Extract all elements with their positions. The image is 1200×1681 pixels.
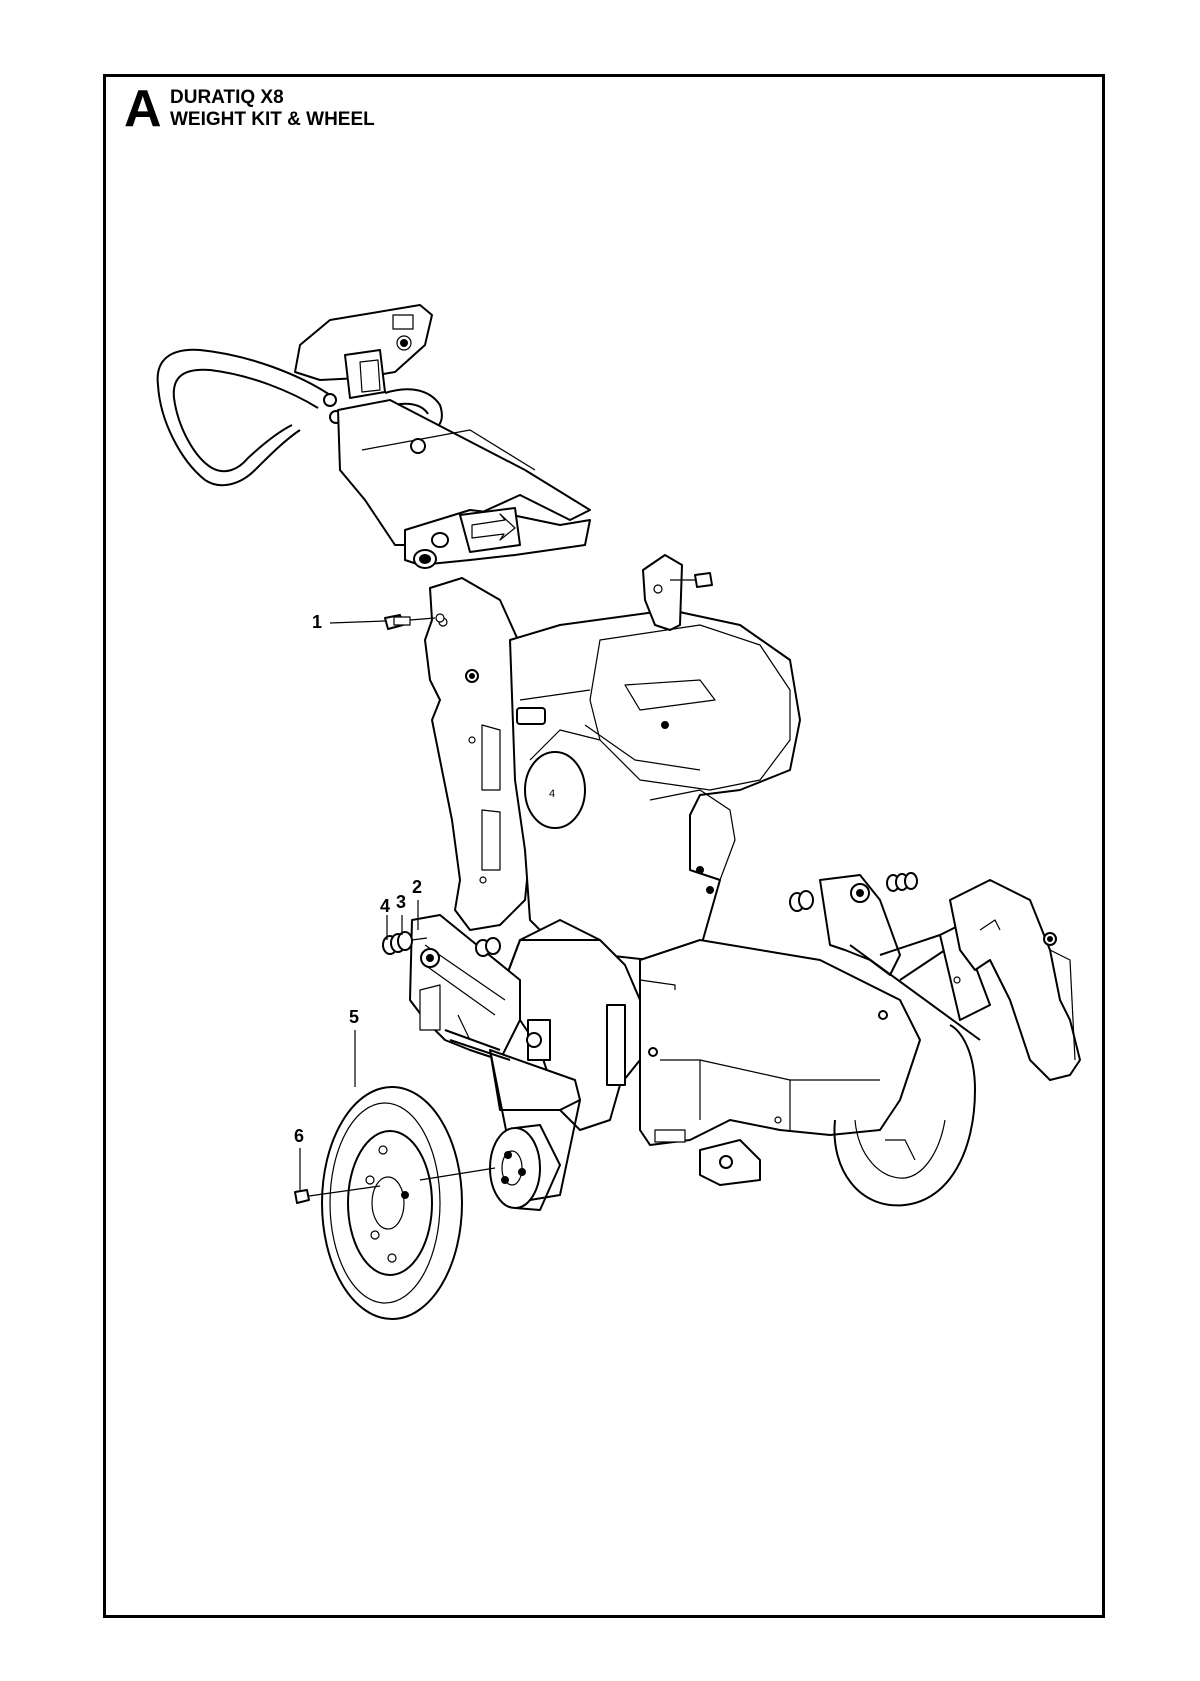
lower-chassis xyxy=(504,919,921,1186)
right-rear-arm xyxy=(819,874,991,1041)
left-wheel xyxy=(321,1086,463,1320)
right-wheel xyxy=(833,1024,976,1207)
callout-4: 4 xyxy=(380,896,391,916)
embossed-mark: 4 xyxy=(549,788,555,800)
callout-1: 1 xyxy=(312,612,323,632)
callout-5: 5 xyxy=(349,1007,360,1027)
handlebar xyxy=(156,348,443,487)
callout-2: 2 xyxy=(412,877,423,897)
section-letter: A xyxy=(124,80,162,138)
right-support-plate xyxy=(642,554,683,631)
callout-6: 6 xyxy=(294,1126,305,1146)
assembly-title: WEIGHT KIT & WHEEL xyxy=(170,109,375,130)
model-title: DURATIQ X8 xyxy=(170,87,284,108)
control-panel xyxy=(294,304,433,424)
axle-hub xyxy=(489,1124,561,1211)
right-weight-block xyxy=(949,879,1081,1081)
callout-leaders xyxy=(299,620,419,1190)
drawing-frame xyxy=(103,74,1105,1618)
callout-3: 3 xyxy=(396,892,407,912)
handle-arm xyxy=(337,399,591,569)
exploded-parts xyxy=(294,572,918,1204)
left-axle-bracket xyxy=(409,914,581,1201)
main-body xyxy=(509,609,801,961)
